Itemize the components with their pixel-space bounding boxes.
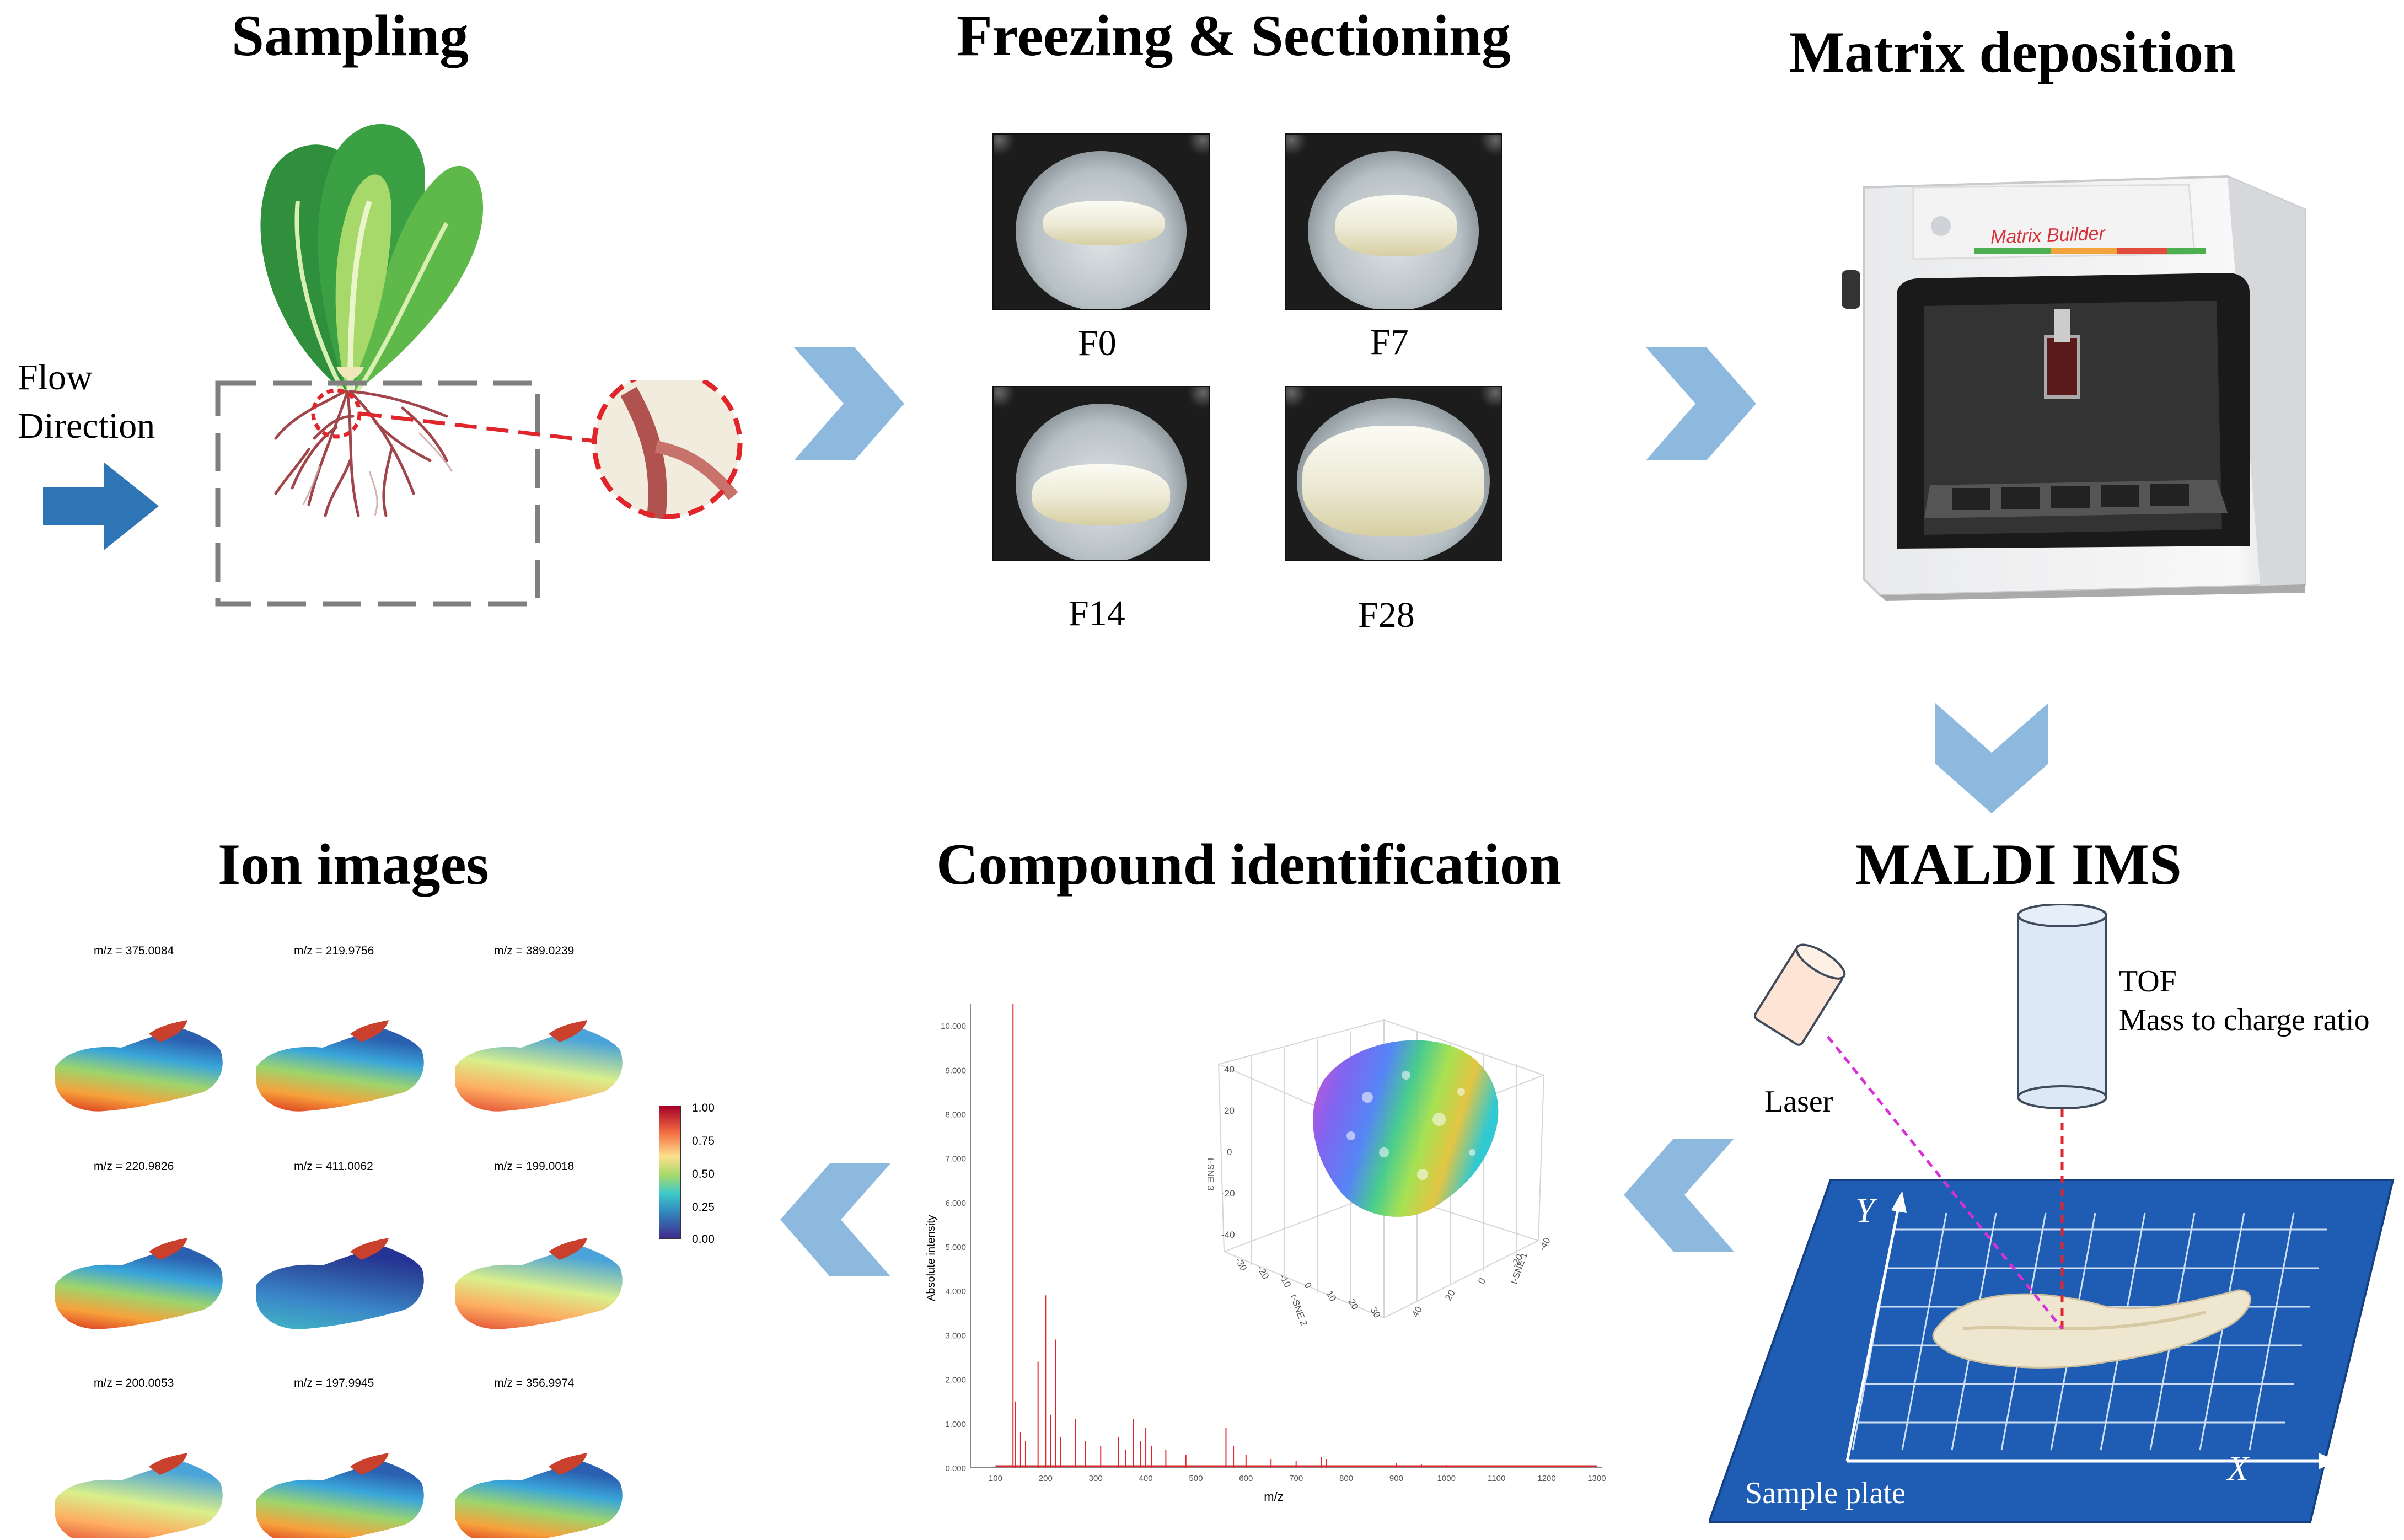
mz-label-4: m/z = 220.9826 xyxy=(94,1160,174,1173)
spectrum-xtick: 600 xyxy=(1239,1474,1253,1483)
mz-label-3: m/z = 389.0239 xyxy=(494,945,575,957)
title-ion-images: Ion images xyxy=(218,832,489,897)
spectrum-xtick: 400 xyxy=(1139,1474,1153,1483)
tsne-tick-l5: -40 xyxy=(1221,1230,1235,1240)
tsne-tick-l2: 20 xyxy=(1224,1106,1235,1116)
sample-label-f7: F7 xyxy=(1370,322,1409,362)
spectrum-ytick: 7.000 xyxy=(945,1155,966,1164)
title-freezing: Freezing & Sectioning xyxy=(957,3,1511,68)
spectrum-ytick: 6.000 xyxy=(945,1199,966,1208)
step-arrow-down xyxy=(1935,703,2048,813)
lettuce-plant-illustration xyxy=(260,124,484,517)
spectrum-ytick: 2.000 xyxy=(945,1376,966,1385)
spectrum-xtick: 800 xyxy=(1339,1474,1353,1483)
mz-label-6: m/z = 199.0018 xyxy=(494,1160,575,1173)
spectrum-xtick: 1000 xyxy=(1437,1474,1456,1483)
tsne-tick-b5: 10 xyxy=(1324,1289,1339,1303)
spectrum-xtick: 1100 xyxy=(1488,1474,1505,1483)
spectrum-xtick: 500 xyxy=(1189,1474,1203,1483)
flow-label-line2: Direction xyxy=(18,406,155,446)
tsne-tick-r5: -40 xyxy=(1537,1236,1553,1253)
maldi-setup xyxy=(1709,904,2395,1523)
spectrum-xtick: 300 xyxy=(1089,1474,1103,1483)
title-compound: Compound identification xyxy=(936,832,1561,897)
spectrum-xtick: 1200 xyxy=(1537,1474,1555,1483)
ion-image-grid xyxy=(55,1020,623,1538)
tsne-tick-b7: 30 xyxy=(1369,1306,1383,1320)
colorbar-tick-1: 1.00 xyxy=(692,1102,715,1114)
section-photo-f0 xyxy=(992,133,1210,310)
colorbar-tick-3: 0.50 xyxy=(692,1168,715,1181)
sample-label-f14: F14 xyxy=(1069,593,1125,634)
step-arrow-left-1 xyxy=(1624,1139,1734,1252)
tsne-tick-r2: 20 xyxy=(1443,1288,1457,1302)
sampling-region-box xyxy=(215,380,540,607)
spectrum-xtick: 1300 xyxy=(1587,1474,1606,1483)
step-arrow-left-2 xyxy=(780,1163,890,1276)
section-photo-f28 xyxy=(1285,386,1502,561)
flow-arrow-icon xyxy=(43,462,159,550)
spectrum-xtick: 200 xyxy=(1039,1474,1053,1483)
title-sampling: Sampling xyxy=(232,3,469,68)
tsne-3d-plot: t-SNE 3 t-SNE 2 t-SNE 1 40 20 0 -20 -40 … xyxy=(1205,1019,1553,1327)
sample-label-f28: F28 xyxy=(1358,595,1415,635)
tsne-tick-r3: 0 xyxy=(1476,1276,1488,1286)
spectrum-xlabel: m/z xyxy=(1264,1490,1283,1504)
plate-axis-y: Y xyxy=(1855,1192,1875,1230)
spectrum-ytick: 4.000 xyxy=(945,1287,966,1296)
sample-plate-label: Sample plate xyxy=(1745,1476,1906,1510)
tsne-tick-l4: -20 xyxy=(1221,1188,1235,1199)
spectrum-ytick: 0.000 xyxy=(945,1464,966,1473)
flow-label-line1: Flow xyxy=(18,357,93,398)
ion-colorbar xyxy=(659,1106,681,1239)
tsne-tick-r1: 40 xyxy=(1410,1305,1424,1319)
root-callout xyxy=(311,380,743,519)
colorbar-tick-4: 0.25 xyxy=(692,1201,715,1214)
plate-axis-x: X xyxy=(2228,1450,2249,1488)
mz-label-9: m/z = 356.9974 xyxy=(494,1377,575,1389)
tsne-tick-b2: -20 xyxy=(1255,1264,1271,1281)
spectrum-xtick: 900 xyxy=(1389,1474,1403,1483)
step-arrow-right-1 xyxy=(794,347,904,460)
mass-spectrum-chart: 0.000 1.000 2.000 3.000 4.000 5.000 6.000 7.000… xyxy=(925,1004,1606,1504)
tsne-tick-l1: 40 xyxy=(1224,1064,1235,1075)
tof-label-line2: Mass to charge ratio xyxy=(2119,1003,2370,1037)
tsne-axis3-label: t-SNE 3 xyxy=(1205,1158,1216,1191)
title-maldi: MALDI IMS xyxy=(1855,832,2182,897)
sample-label-f0: F0 xyxy=(1078,323,1117,363)
mz-label-2: m/z = 219.9756 xyxy=(294,945,374,957)
tsne-tick-b6: 20 xyxy=(1346,1297,1361,1312)
matrix-builder-device xyxy=(1842,175,2306,601)
spectrum-ytick: 9.000 xyxy=(945,1066,966,1075)
section-photo-f14 xyxy=(992,386,1210,561)
spectrum-ytick: 1.000 xyxy=(945,1420,966,1429)
spectrum-ytick: 8.000 xyxy=(945,1110,966,1119)
tsne-tick-b1: -30 xyxy=(1233,1256,1249,1273)
section-photo-f7 xyxy=(1285,133,1502,310)
mz-label-8: m/z = 197.9945 xyxy=(294,1377,374,1389)
tof-label-line1: TOF xyxy=(2119,964,2177,999)
mz-label-7: m/z = 200.0053 xyxy=(94,1377,174,1389)
tsne-tick-b4: 0 xyxy=(1302,1281,1314,1291)
spectrum-xtick: 100 xyxy=(989,1474,1002,1483)
tsne-tick-l3: 0 xyxy=(1227,1147,1232,1157)
step-arrow-right-2 xyxy=(1646,347,1756,460)
spectrum-ytick: 3.000 xyxy=(945,1331,966,1340)
mz-label-1: m/z = 375.0084 xyxy=(94,945,174,957)
colorbar-tick-2: 0.75 xyxy=(692,1135,715,1147)
spectrum-ylabel: Absolute intensity xyxy=(925,1215,937,1301)
spectrum-ytick: 5.000 xyxy=(945,1243,966,1252)
spectrum-ytick: 10.000 xyxy=(941,1022,966,1031)
matrix-builder-label: Matrix Builder xyxy=(1990,223,2106,248)
tsne-axis2-label: t-SNE 2 xyxy=(1288,1293,1309,1327)
laser-label: Laser xyxy=(1764,1085,1833,1119)
mz-label-5: m/z = 411.0062 xyxy=(294,1160,373,1173)
title-matrix: Matrix deposition xyxy=(1789,20,2236,84)
spectrum-xtick: 700 xyxy=(1289,1474,1303,1483)
colorbar-tick-5: 0.00 xyxy=(692,1233,715,1246)
